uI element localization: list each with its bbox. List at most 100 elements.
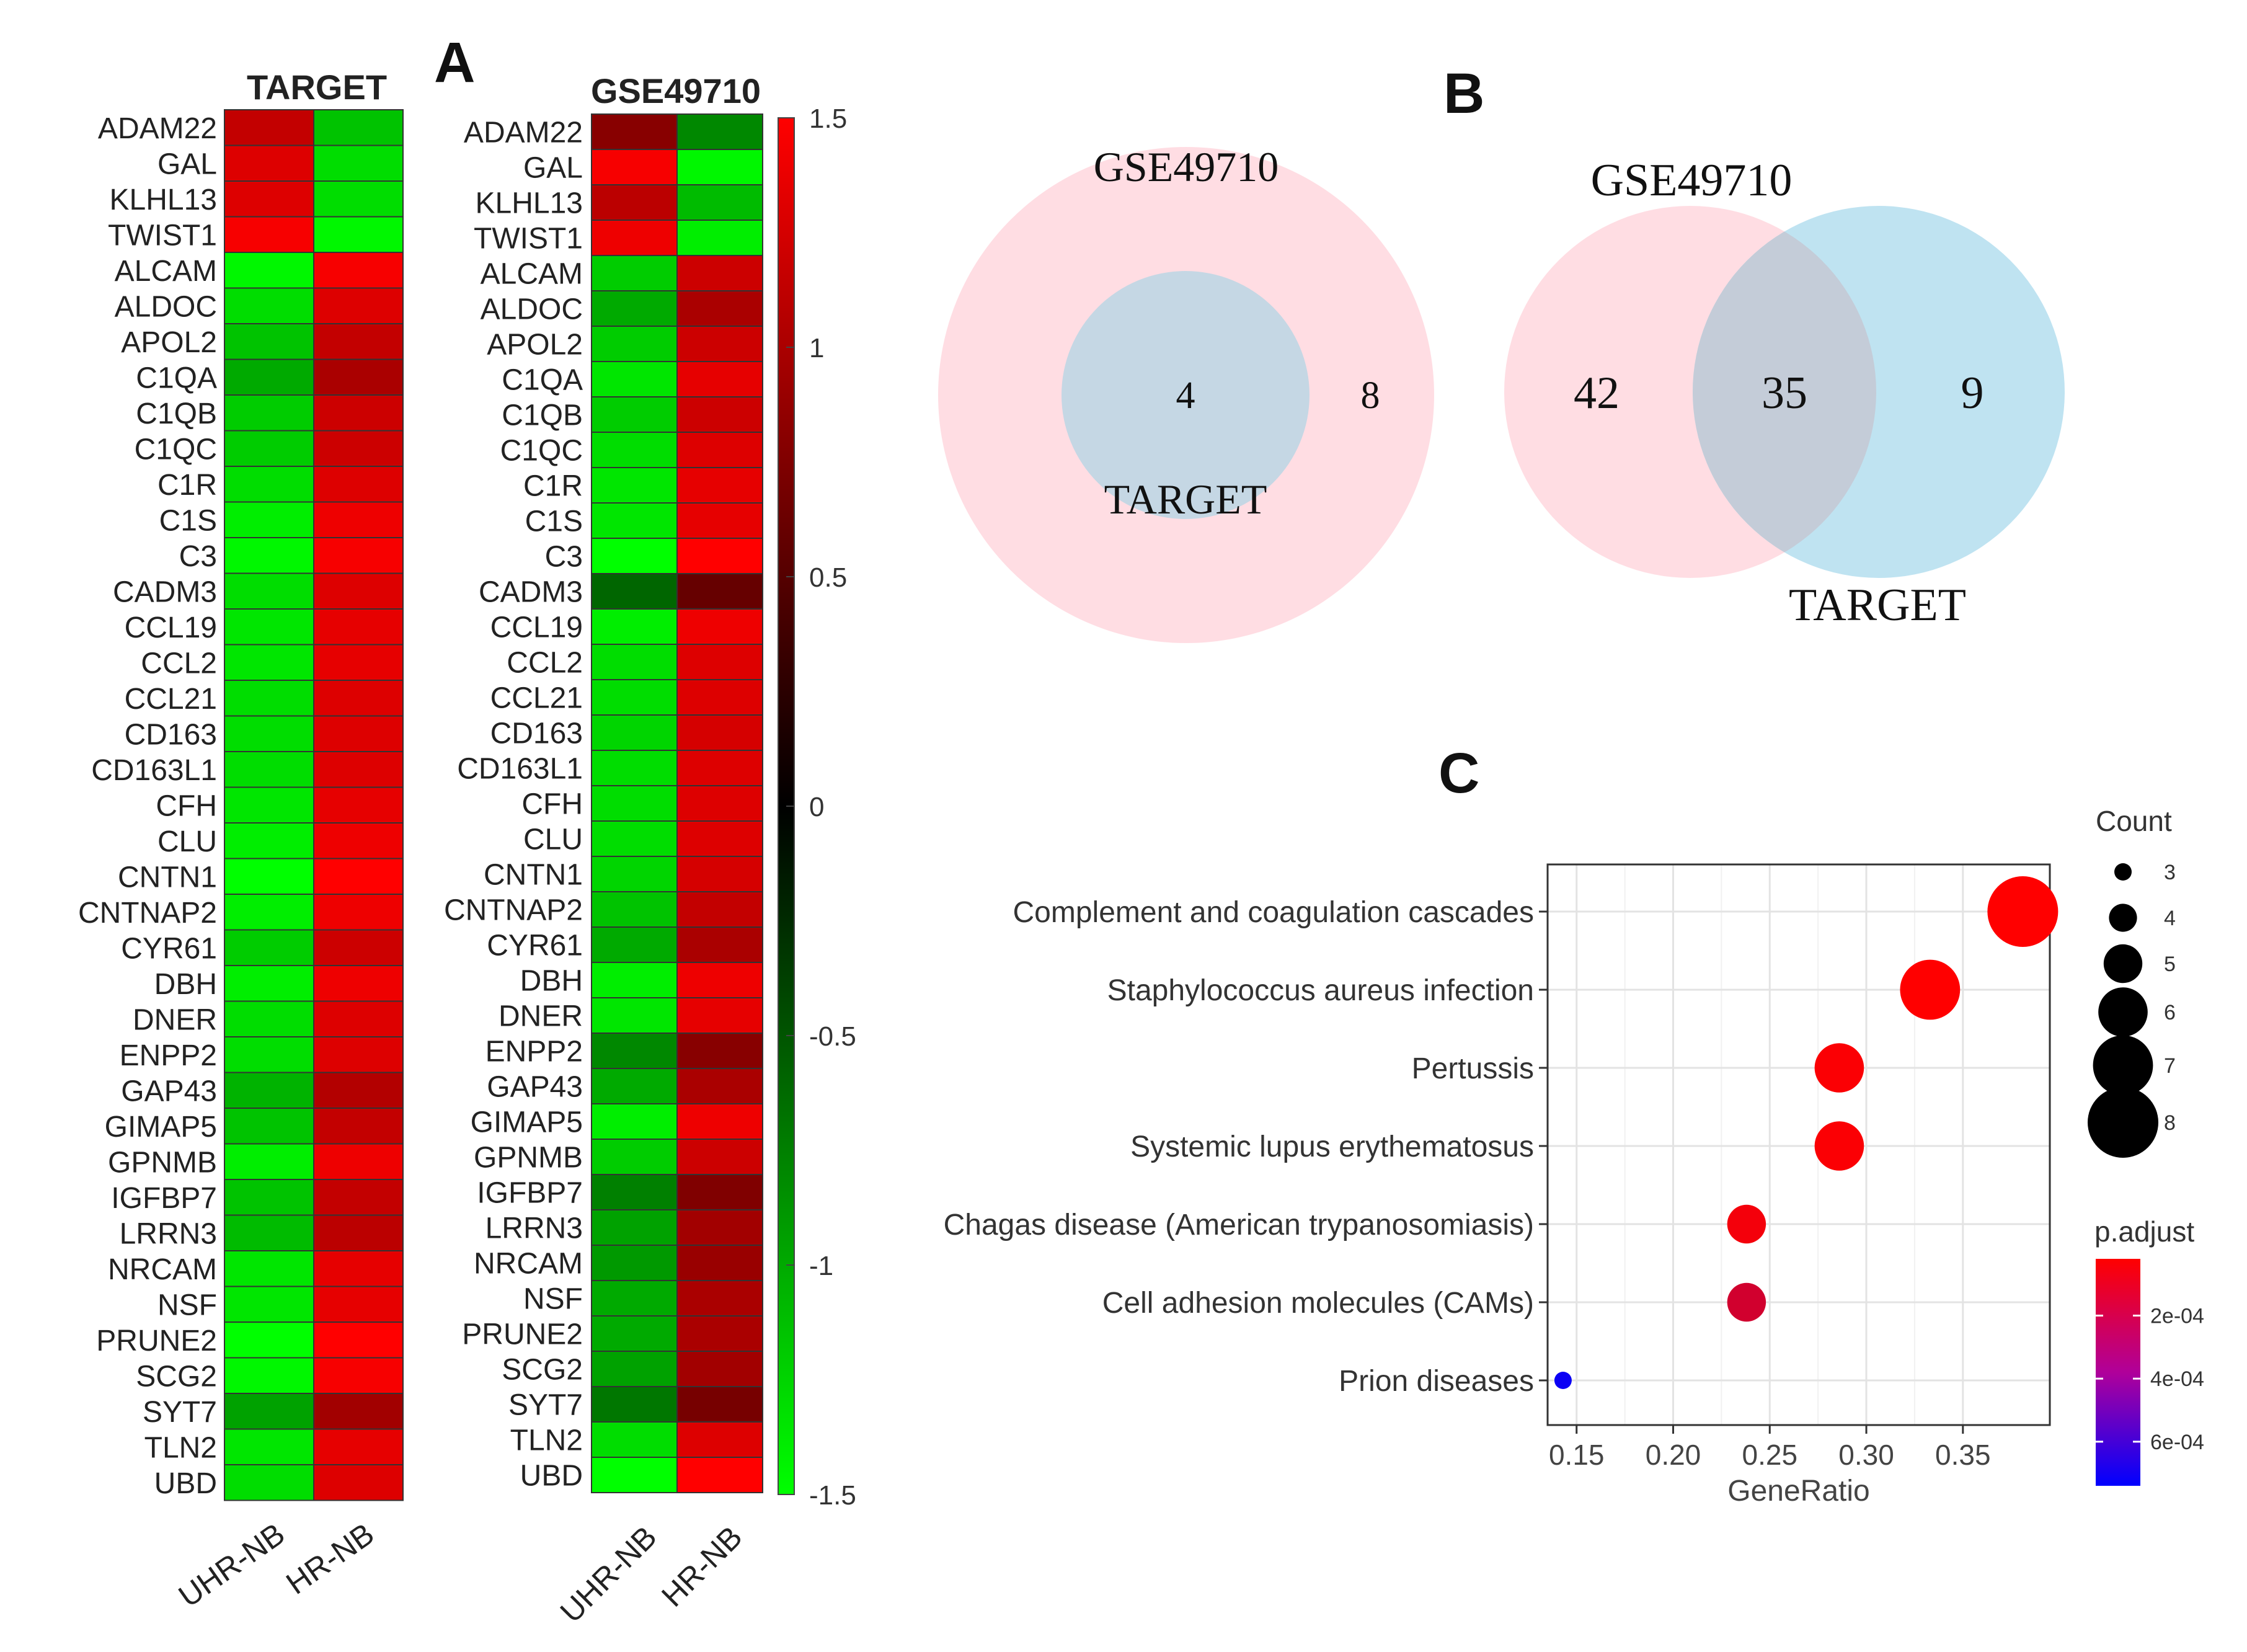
heatmap-row-label: TLN2	[510, 1424, 583, 1457]
heatmap-cell	[676, 891, 763, 928]
heatmap-row-label: KLHL13	[476, 187, 583, 220]
heatmap-row-label: GAL	[157, 148, 217, 180]
venn-overlap-shared-count: 35	[1762, 368, 1807, 419]
heatmap-cell	[676, 326, 763, 362]
dotplot-gridlines	[1548, 864, 2050, 1425]
count-legend-label: 8	[2164, 1111, 2176, 1135]
heatmap-row-label: PRUNE2	[96, 1325, 217, 1357]
heatmap-cell	[676, 962, 763, 998]
heatmap-row-label: ALCAM	[115, 255, 217, 288]
heatmap-row-label: ENPP2	[485, 1036, 583, 1068]
heatmap-row-label: ADAM22	[98, 112, 217, 145]
heatmap-colorbar: 1.510.50-0.5-1-1.5	[778, 104, 856, 1511]
heatmap-row-label: PRUNE2	[462, 1318, 583, 1351]
heatmap-cell	[224, 252, 314, 289]
heatmap-cell	[591, 1032, 678, 1069]
dotplot-category-label: Chagas disease (American trypanosomiasis…	[944, 1209, 1534, 1241]
heatmap-cell	[591, 255, 678, 291]
heatmap-cell	[224, 1357, 314, 1394]
heatmap-cell	[313, 394, 404, 432]
heatmap-cell	[676, 396, 763, 433]
heatmap-gse49710-row-labels: ADAM22GALKLHL13TWIST1ALCAMALDOCAPOL2C1QA…	[444, 117, 583, 1493]
heatmap-cell	[676, 608, 763, 645]
heatmap-row-label: UBD	[154, 1467, 217, 1500]
count-legend-dot	[2109, 904, 2137, 932]
heatmap-cell	[224, 858, 314, 895]
heatmap-row-label: CADM3	[113, 575, 217, 608]
heatmap-cell	[224, 109, 314, 146]
heatmap-cell	[591, 750, 678, 786]
heatmap-row-label: NRCAM	[474, 1248, 583, 1281]
heatmap-gse49710-cells	[591, 113, 763, 1493]
heatmap-cell	[591, 644, 678, 680]
heatmap-cell	[313, 1321, 404, 1359]
colorbar-tick-label: 1	[809, 333, 824, 363]
venn-overlap: GSE49710 TARGET 42 35 9	[1504, 155, 2065, 631]
heatmap-cell	[591, 1386, 678, 1423]
heatmap-cell	[676, 1421, 763, 1458]
heatmap-row-label: SCG2	[502, 1354, 583, 1387]
heatmap-cell	[313, 751, 404, 788]
heatmap-row-label: IGFBP7	[477, 1177, 583, 1210]
heatmap-gse49710-col-label-2: HR-NB	[655, 1519, 749, 1614]
heatmap-row-label: ALCAM	[481, 258, 583, 291]
heatmap-cell	[591, 326, 678, 362]
heatmap-cell	[313, 1464, 404, 1501]
heatmap-cell	[224, 1108, 314, 1145]
dotplot-point	[1727, 1204, 1766, 1244]
heatmap-cell	[591, 820, 678, 857]
heatmap-row-label: ENPP2	[120, 1039, 217, 1072]
heatmap-cell	[224, 216, 314, 253]
heatmap-cell	[224, 537, 314, 574]
heatmap-cell	[676, 997, 763, 1034]
padjust-tick-label: 2e-04	[2150, 1305, 2204, 1328]
dotplot-category-label: Staphylococcus aureus infection	[1107, 974, 1534, 1007]
heatmap-cell	[591, 714, 678, 751]
panel-label-a: A	[434, 31, 475, 94]
heatmap-row-label: CLU	[157, 825, 217, 858]
heatmap-cell	[224, 715, 314, 752]
heatmap-cell	[591, 113, 678, 150]
heatmap-cell	[224, 394, 314, 432]
heatmap-row-label: CD163L1	[91, 754, 217, 787]
colorbar-tick-label: -0.5	[809, 1021, 856, 1052]
count-legend-title: Count	[2096, 805, 2172, 837]
venn-overlap-right-count: 9	[1961, 368, 1984, 419]
heatmap-row-label: CCL19	[490, 611, 583, 644]
heatmap-cell	[591, 608, 678, 645]
venn-nested-outer-count: 8	[1361, 375, 1380, 417]
heatmap-cell	[224, 1000, 314, 1037]
heatmap-cell	[313, 894, 404, 931]
heatmap-cell	[591, 1103, 678, 1140]
heatmap-row-label: GAP43	[487, 1071, 583, 1104]
heatmap-row-label: ALDOC	[115, 290, 217, 323]
heatmap-cell	[224, 1464, 314, 1501]
count-legend-dot	[2114, 863, 2132, 881]
dotplot-category-labels: Complement and coagulation cascadesStaph…	[944, 896, 1548, 1398]
venn-nested-inner-label: TARGET	[1104, 476, 1267, 523]
heatmap-cell	[313, 858, 404, 895]
heatmap-row-label: SCG2	[136, 1360, 217, 1393]
heatmap-cell	[313, 252, 404, 289]
heatmap-row-label: GAP43	[121, 1075, 217, 1108]
heatmap-row-label: GIMAP5	[471, 1106, 583, 1139]
heatmap-cell	[313, 929, 404, 966]
heatmap-cell	[676, 856, 763, 892]
venn-overlap-left-label: GSE49710	[1591, 155, 1793, 206]
heatmap-cell	[591, 502, 678, 539]
heatmap-cell	[591, 573, 678, 610]
heatmap-row-label: CYR61	[121, 932, 217, 965]
heatmap-cell	[676, 1068, 763, 1104]
venn-overlap-left-count: 42	[1574, 368, 1620, 419]
heatmap-cell	[224, 180, 314, 218]
heatmap-row-label: IGFBP7	[111, 1182, 217, 1215]
heatmap-cell	[676, 184, 763, 221]
heatmap-cell	[313, 1357, 404, 1394]
colorbar-tick-label: -1.5	[809, 1480, 856, 1511]
heatmap-cell	[224, 608, 314, 646]
heatmap-target-cells	[224, 109, 404, 1501]
heatmap-row-label: DBH	[520, 965, 583, 998]
heatmap-cell	[591, 1209, 678, 1246]
heatmap-cell	[591, 149, 678, 185]
